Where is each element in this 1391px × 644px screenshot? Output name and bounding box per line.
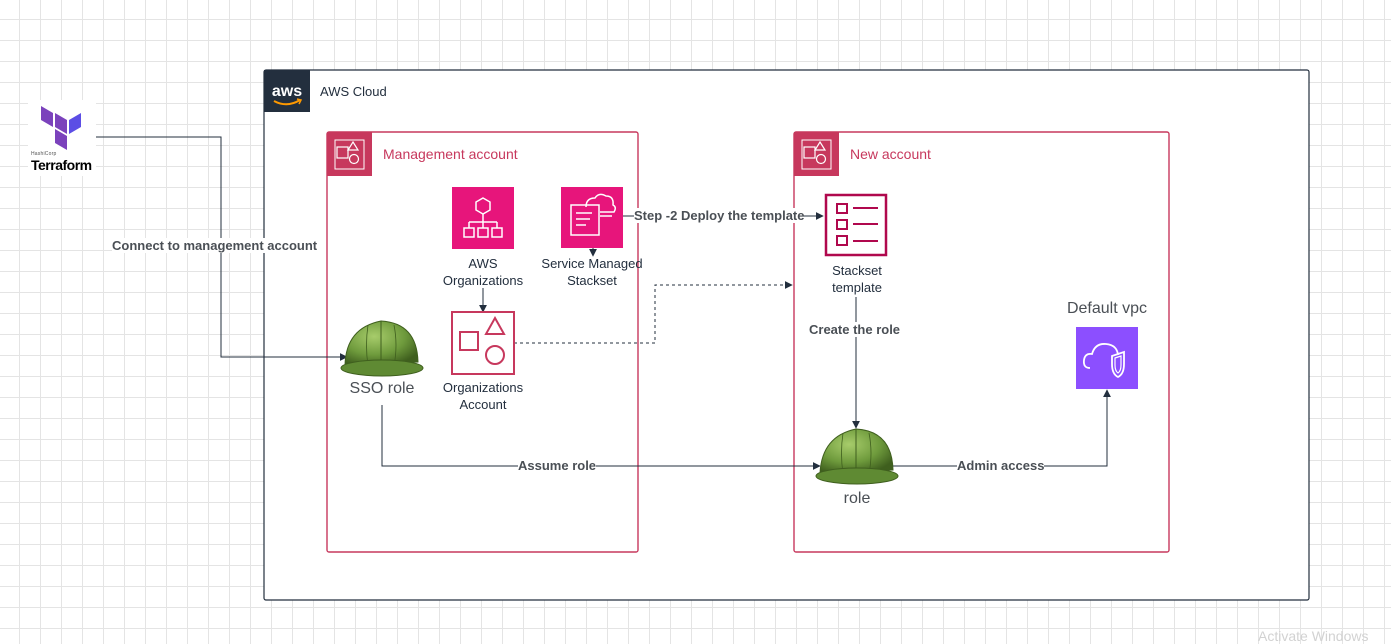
stackset-template-label-line2: template xyxy=(832,280,882,295)
aws-cloud-label: AWS Cloud xyxy=(320,84,387,99)
stackset-template-label: Stackset template xyxy=(797,262,917,296)
aws-logo-icon: aws xyxy=(264,70,310,112)
edge-assume-role[interactable] xyxy=(381,405,821,470)
stackset-label: Service Managed Stackset xyxy=(532,255,652,289)
management-account-label: Management account xyxy=(383,146,518,162)
sso-role-helmet-icon[interactable] xyxy=(340,320,424,377)
organizations-account-label-line2: Account xyxy=(459,397,507,412)
stackset-label-line1: Service Managed xyxy=(541,256,643,271)
new-account-icon xyxy=(794,132,839,176)
default-vpc-icon[interactable] xyxy=(1076,327,1138,389)
terraform-icon[interactable] xyxy=(28,100,96,176)
organizations-account-label: Organizations Account xyxy=(423,379,543,413)
sso-role-label: SSO role xyxy=(349,380,415,397)
edge-label-assume-role: Assume role xyxy=(518,458,597,473)
role-label: role xyxy=(843,490,871,507)
windows-watermark: Activate Windows xyxy=(1258,628,1369,644)
terraform-sub-label: HashiCorp xyxy=(31,151,57,157)
terraform-label: Terraform xyxy=(31,157,92,173)
organizations-account-label-line1: Organizations xyxy=(442,380,524,395)
aws-organizations-label-line1: AWS xyxy=(468,256,498,271)
svg-text:aws: aws xyxy=(272,83,302,100)
aws-organizations-label: AWS Organizations xyxy=(423,255,543,289)
stackset-label-line2: Stackset xyxy=(567,273,617,288)
edge-label-deploy: Step -2 Deploy the template xyxy=(634,208,805,223)
edge-label-create-role: Create the role xyxy=(809,322,901,337)
edge-label-admin-access: Admin access xyxy=(957,458,1045,473)
edge-dashed-orgs-to-new-account[interactable] xyxy=(514,281,793,344)
new-account-label: New account xyxy=(850,146,931,162)
organizations-account-icon[interactable] xyxy=(451,311,515,375)
aws-organizations-label-line2: Organizations xyxy=(442,273,524,288)
stackset-template-label-line1: Stackset xyxy=(832,263,882,278)
edge-label-connect: Connect to management account xyxy=(112,238,318,253)
stackset-icon[interactable] xyxy=(561,187,623,248)
aws-organizations-icon[interactable] xyxy=(452,187,514,249)
role-helmet-icon[interactable] xyxy=(815,428,899,485)
management-account-icon xyxy=(327,132,372,176)
default-vpc-label: Default vpc xyxy=(1066,300,1148,317)
stackset-template-icon[interactable] xyxy=(824,193,888,257)
